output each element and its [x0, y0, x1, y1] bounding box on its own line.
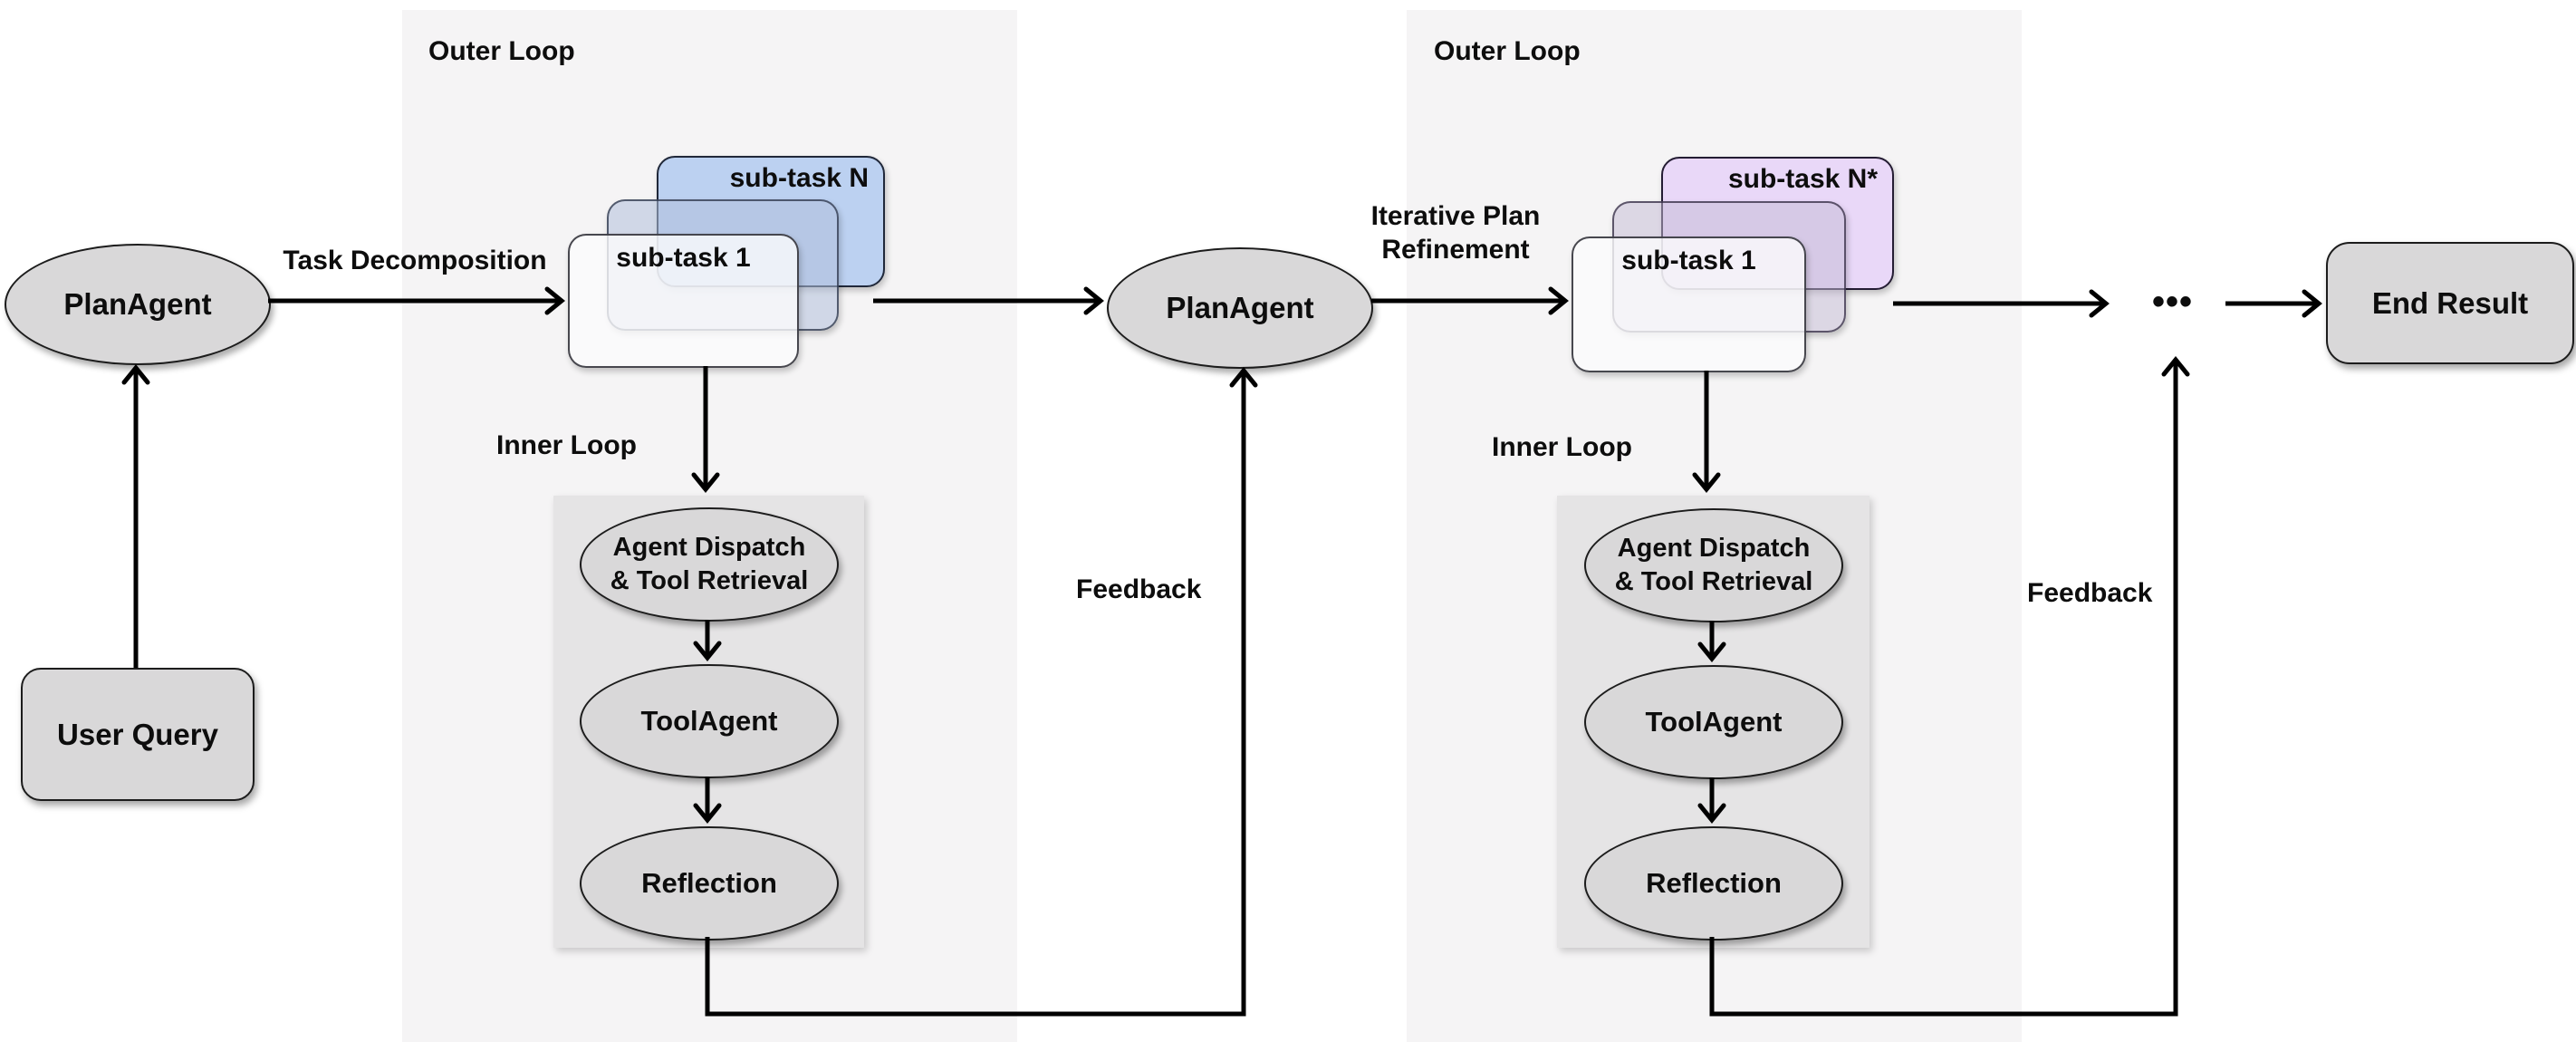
user-query-label: User Query [57, 717, 218, 751]
subtask-back-1-label: sub-task N [729, 163, 869, 193]
reflection-1-label: Reflection [641, 867, 777, 900]
subtask-card-front-2: sub-task 1 [1572, 236, 1806, 372]
feedback-2-label: Feedback [2027, 578, 2153, 608]
node-reflection-1: Reflection [580, 826, 839, 941]
node-agent-dispatch-2: Agent Dispatch & Tool Retrieval [1584, 508, 1843, 622]
plan-agent-2-label: PlanAgent [1166, 291, 1314, 325]
node-agent-dispatch-1: Agent Dispatch & Tool Retrieval [580, 507, 839, 622]
agent-dispatch-2-label: Agent Dispatch & Tool Retrieval [1614, 534, 1813, 596]
subtask-back-2-label: sub-task N* [1727, 164, 1878, 194]
subtask-card-front-1: sub-task 1 [568, 234, 799, 368]
feedback-1-label: Feedback [1076, 574, 1202, 604]
end-result-label: End Result [2371, 285, 2529, 320]
agent-dispatch-1-label: Agent Dispatch & Tool Retrieval [610, 533, 809, 595]
outer-loop-1-title: Outer Loop [428, 36, 575, 66]
inner-loop-2-title: Inner Loop [1492, 432, 1632, 462]
node-reflection-2: Reflection [1584, 826, 1843, 941]
plan-agent-1-label: PlanAgent [63, 287, 212, 322]
subtask-front-2-label: sub-task 1 [1621, 246, 1756, 275]
node-plan-agent-1: PlanAgent [5, 244, 271, 365]
task-decomposition-label: Task Decomposition [283, 246, 547, 275]
tool-agent-1-label: ToolAgent [640, 705, 778, 738]
tool-agent-2-label: ToolAgent [1645, 706, 1783, 738]
node-user-query: User Query [21, 668, 255, 801]
node-tool-agent-2: ToolAgent [1584, 665, 1843, 779]
ellipsis-continuation: ••• [2152, 282, 2194, 322]
node-plan-agent-2: PlanAgent [1107, 247, 1373, 369]
iterative-plan-refinement-label: Iterative Plan Refinement [1370, 201, 1541, 265]
node-tool-agent-1: ToolAgent [580, 664, 839, 778]
inner-loop-1-title: Inner Loop [496, 430, 637, 460]
reflection-2-label: Reflection [1646, 867, 1782, 900]
subtask-front-1-label: sub-task 1 [616, 243, 751, 273]
node-end-result: End Result [2326, 242, 2574, 364]
outer-loop-2-title: Outer Loop [1434, 36, 1581, 66]
